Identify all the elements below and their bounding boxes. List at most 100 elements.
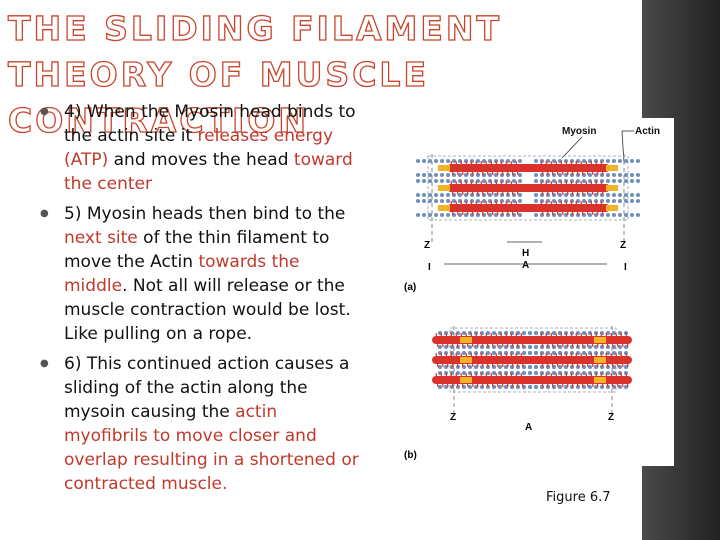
actin-bead	[594, 213, 598, 217]
actin-bead	[440, 193, 444, 197]
atp-tag	[438, 165, 450, 171]
actin-bead	[636, 193, 640, 197]
actin-bead	[456, 351, 460, 355]
actin-bead	[582, 351, 586, 355]
actin-bead	[546, 371, 550, 375]
actin-bead	[464, 193, 468, 197]
actin-bead	[428, 193, 432, 197]
actin-bead	[534, 193, 538, 197]
actin-bead	[434, 179, 438, 183]
actin-bead	[512, 199, 516, 203]
actin-bead	[440, 179, 444, 183]
myosin-head	[480, 332, 484, 348]
actin-bead	[476, 159, 480, 163]
actin-bead	[422, 179, 426, 183]
actin-bead	[452, 179, 456, 183]
myosin-head	[490, 160, 494, 176]
myosin-head	[495, 200, 499, 216]
myosin-head	[575, 200, 579, 216]
myosin-head	[445, 372, 449, 388]
actin-bead	[446, 173, 450, 177]
myosin-head	[575, 180, 579, 196]
actin-bead	[594, 173, 598, 177]
myosin-head	[570, 200, 574, 216]
myosin-head	[580, 372, 584, 388]
myosin-head	[470, 160, 474, 176]
actin-bead	[464, 213, 468, 217]
actin-bead	[434, 213, 438, 217]
actin-bead	[512, 159, 516, 163]
actin-bead	[416, 159, 420, 163]
actin-bead	[416, 173, 420, 177]
myosin-head	[475, 352, 479, 368]
myosin-head	[555, 180, 559, 196]
actin-bead	[428, 199, 432, 203]
actin-bead	[456, 331, 460, 335]
myosin-head	[520, 332, 524, 348]
actin-bead	[446, 179, 450, 183]
actin-bead	[618, 179, 622, 183]
actin-bead	[624, 179, 628, 183]
actin-bead	[630, 213, 634, 217]
actin-bead	[630, 159, 634, 163]
myosin-head	[540, 200, 544, 216]
actin-bead	[618, 345, 622, 349]
actin-bead	[534, 199, 538, 203]
myosin-head	[605, 352, 609, 368]
actin-bead	[482, 159, 486, 163]
bullet-dot-icon: ●	[40, 358, 49, 369]
myosin-head	[505, 200, 509, 216]
myosin-head	[585, 352, 589, 368]
myosin-head	[585, 180, 589, 196]
myosin-head	[625, 332, 629, 348]
myosin-head	[485, 200, 489, 216]
actin-bead	[476, 179, 480, 183]
myosin-head	[560, 352, 564, 368]
bullet-dot-icon: ●	[40, 106, 49, 117]
myosin-head	[455, 372, 459, 388]
myosin-head	[610, 352, 614, 368]
myosin-head	[580, 332, 584, 348]
actin-bead	[588, 345, 592, 349]
atp-tag	[438, 185, 450, 191]
actin-bead	[618, 199, 622, 203]
actin-bead	[546, 159, 550, 163]
actin-bead	[492, 331, 496, 335]
actin-bead	[452, 199, 456, 203]
myosin-label: Myosin	[562, 126, 596, 137]
actin-bead	[552, 351, 556, 355]
actin-bead	[582, 199, 586, 203]
myosin-head	[605, 372, 609, 388]
z-label-right-b: Z	[608, 412, 614, 423]
actin-bead	[486, 331, 490, 335]
atp-tag	[594, 337, 606, 343]
myosin-head	[440, 332, 444, 348]
actin-bead	[434, 173, 438, 177]
myosin-head	[510, 200, 514, 216]
actin-bead	[636, 159, 640, 163]
actin-bead	[612, 371, 616, 375]
actin-bead	[416, 193, 420, 197]
myosin-head	[580, 160, 584, 176]
actin-bead	[552, 159, 556, 163]
myosin-head	[565, 332, 569, 348]
actin-bead	[588, 365, 592, 369]
actin-bead	[546, 331, 550, 335]
actin-bead	[518, 193, 522, 197]
actin-bead	[416, 213, 420, 217]
myosin-head	[475, 160, 479, 176]
myosin-head	[565, 180, 569, 196]
actin-bead	[588, 173, 592, 177]
actin-bead	[434, 159, 438, 163]
myosin-head	[455, 200, 459, 216]
myosin-head	[515, 200, 519, 216]
myosin-head	[455, 332, 459, 348]
actin-bead	[582, 331, 586, 335]
myosin-head	[585, 160, 589, 176]
actin-bead	[416, 199, 420, 203]
actin-bead	[446, 199, 450, 203]
myosin-head	[450, 180, 454, 196]
myosin-head	[615, 372, 619, 388]
actin-bead	[518, 213, 522, 217]
actin-bead	[558, 385, 562, 389]
